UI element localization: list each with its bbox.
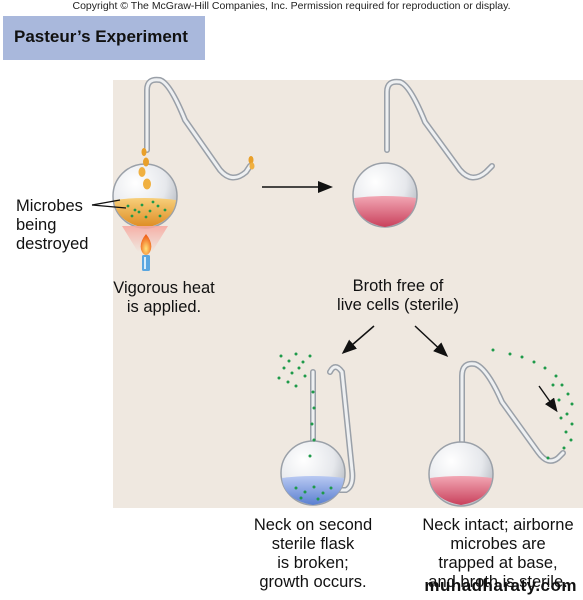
label-microbes-line1: Microbes xyxy=(16,197,83,215)
copyright-notice: Copyright © The McGraw-Hill Companies, I… xyxy=(72,0,511,12)
label-sterile-broth: Broth free of live cells (sterile) xyxy=(318,277,478,315)
watermark: muhadharaty.com xyxy=(424,576,577,595)
label-broken-line1: Neck on second xyxy=(253,516,373,534)
label-broth-line2: live cells (sterile) xyxy=(337,296,459,314)
steam-droplets xyxy=(138,148,255,190)
label-heat-line1: Vigorous heat xyxy=(113,279,215,297)
label-intact-line3: trapped at base, xyxy=(438,554,558,572)
flask-intact-neck xyxy=(428,348,574,507)
label-broth-line1: Broth free of xyxy=(352,277,444,295)
label-broken-line3: is broken; xyxy=(277,554,349,572)
arrow-to-intact xyxy=(414,325,449,358)
label-broken-line4: growth occurs. xyxy=(259,573,367,591)
label-heat: Vigorous heat is applied. xyxy=(84,279,244,317)
label-microbes-line3: destroyed xyxy=(16,235,89,253)
label-intact-line4: and broth is sterile. xyxy=(428,573,568,591)
flask-broken-neck xyxy=(277,352,356,506)
airborne-microbes-trapped xyxy=(491,348,574,460)
microbes-pointer xyxy=(91,204,127,209)
label-broken-neck: Neck on second sterile flask is broken; … xyxy=(248,516,378,592)
label-intact-line1: Neck intact; airborne xyxy=(422,516,574,534)
label-intact-line2: microbes are xyxy=(450,535,546,553)
title-banner: Pasteur’s Experiment xyxy=(3,16,205,60)
flask-sterile xyxy=(352,78,495,228)
page-title: Pasteur’s Experiment xyxy=(14,27,188,46)
flame-icon xyxy=(140,234,152,255)
label-intact-neck: Neck intact; airborne microbes are trapp… xyxy=(414,516,582,600)
microbe-dots xyxy=(126,200,167,219)
arrow-to-broken xyxy=(341,325,375,354)
label-microbes: Microbes being destroyed xyxy=(16,197,88,254)
arrow-airflow xyxy=(538,385,558,413)
label-broken-line2: sterile flask xyxy=(271,535,355,553)
label-microbes-line2: being xyxy=(16,216,57,234)
flask-heated xyxy=(112,76,255,271)
label-heat-line2: is applied. xyxy=(126,298,202,316)
airborne-microbes xyxy=(277,352,333,501)
